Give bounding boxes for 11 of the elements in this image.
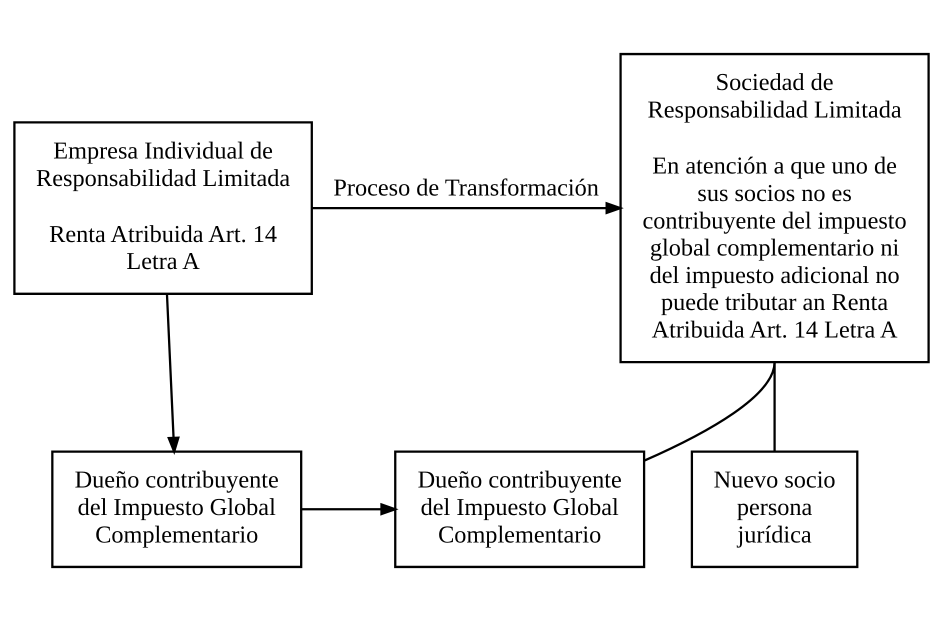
arrow [166, 293, 180, 454]
edge-label: Proceso de Transformación [333, 174, 599, 202]
connector [773, 362, 776, 451]
node-box: Dueño contribuyente del Impuesto Global Complementario [51, 450, 302, 568]
arrow [312, 201, 624, 214]
node-box: Nuevo socio persona jurídica [690, 450, 858, 568]
connector [644, 361, 776, 462]
node-box: Empresa Individual de Responsabilidad Limitada Renta Atribuida Art. 14 Letra A [13, 120, 313, 294]
node-box: Sociedad de Responsabilidad Limitada En atención a que uno de sus socios no es contribuyente del impuesto global complementario ni del impuesto adicional no puede tributar an Renta Atribuida Art. 14 Letra A [619, 52, 930, 363]
node-box: Dueño contribuyente del Impuesto Global Complementario [394, 450, 646, 568]
arrow [301, 502, 399, 516]
